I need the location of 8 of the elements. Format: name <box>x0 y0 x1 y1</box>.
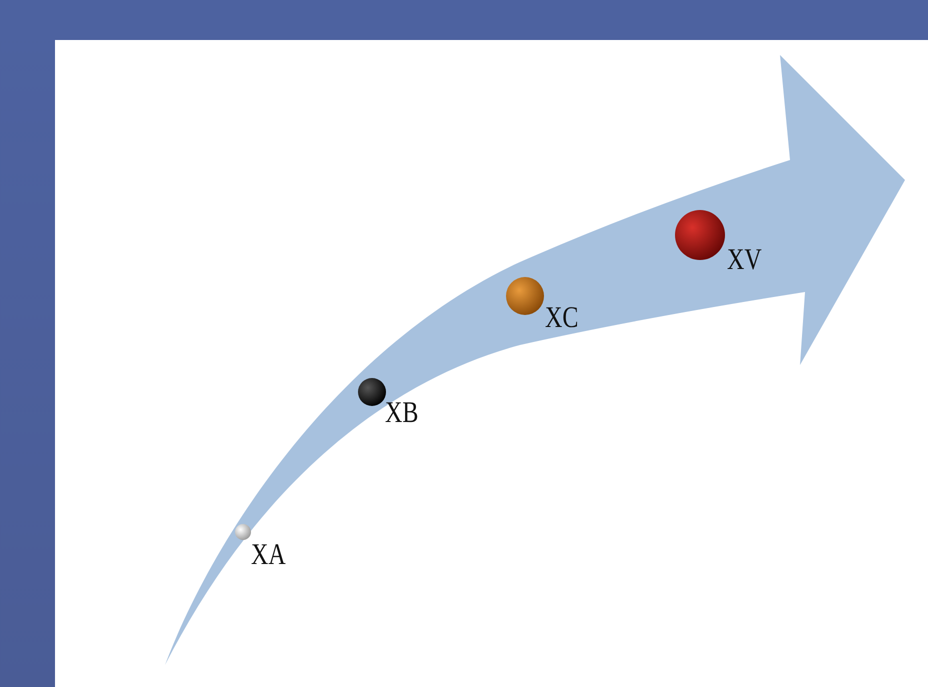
ball-label: XV <box>727 245 762 275</box>
ball <box>235 524 251 540</box>
ball-label: XA <box>251 540 286 570</box>
ball <box>675 210 725 260</box>
ball-label: XC <box>545 303 578 333</box>
ball-label: XB <box>385 398 418 428</box>
ball <box>506 277 544 315</box>
ball <box>358 378 386 406</box>
